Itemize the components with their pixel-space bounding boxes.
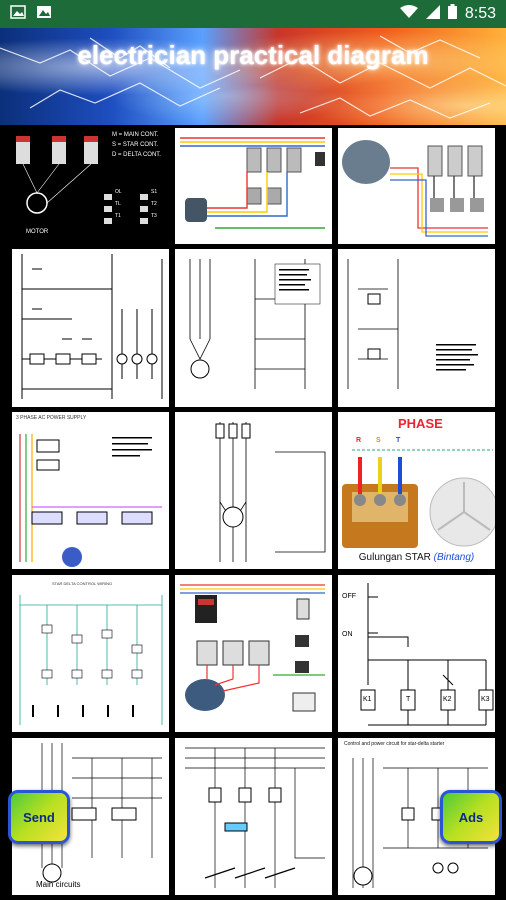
diagram-tile[interactable] — [338, 128, 495, 244]
photo-icon — [36, 5, 52, 24]
diagram-image — [189, 259, 321, 389]
diagram-image — [19, 434, 162, 567]
legend-line: S = STAR CONT. — [112, 142, 159, 148]
diagram-image — [360, 583, 494, 726]
diagram-image — [215, 422, 326, 562]
clock-time: 8:53 — [464, 5, 496, 22]
label-t: T — [406, 696, 411, 703]
tile-caption: STAR DELTA CONTROL WIRING — [52, 581, 113, 586]
page-title: electrician practical diagram — [77, 40, 429, 70]
legend-line: M = MAIN CONT. — [112, 132, 159, 138]
label-ol: OL — [115, 189, 122, 195]
diagram-tile[interactable]: PHASE R S T Gulungan STAR (Bintang) — [338, 412, 495, 569]
legend-line: D = DELTA CONT. — [112, 152, 161, 158]
status-right: 8:53 — [399, 4, 496, 24]
motor-label: MOTOR — [26, 229, 49, 235]
tile-caption: Control and power circuit for star-delta… — [344, 741, 445, 747]
diagram-tile[interactable] — [338, 249, 495, 407]
diagram-tile[interactable]: M = MAIN CONT. S = STAR CONT. D = DELTA … — [12, 128, 169, 244]
caption-paren: (Bintang) — [433, 552, 475, 563]
tile-caption: Main circuits — [36, 880, 81, 889]
lightning-decoration — [0, 35, 506, 119]
tile-caption: 3 PHASE AC POWER SUPPLY — [16, 415, 87, 421]
label-s1: S1 — [151, 189, 158, 195]
tile-caption: Gulungan STAR (Bintang) — [338, 552, 495, 563]
diagram-tile[interactable]: 3 PHASE AC POWER SUPPLY — [12, 412, 169, 569]
label-t2: T2 — [151, 201, 157, 207]
diagram-image — [19, 595, 163, 725]
caption-main: Gulungan STAR — [358, 552, 431, 563]
signal-icon — [425, 4, 440, 24]
image-icon — [10, 4, 26, 24]
label-t1: T1 — [115, 213, 121, 219]
terminal-s: S — [376, 437, 381, 444]
diagram-image — [185, 747, 325, 888]
label-k2: K2 — [443, 696, 452, 703]
label-k3: K3 — [481, 696, 490, 703]
diagram-tile[interactable] — [175, 738, 332, 895]
diagram-tile[interactable] — [12, 249, 169, 407]
diagram-image — [16, 136, 148, 224]
diagram-tile[interactable]: OFF ON K1 T K2 K3 — [338, 575, 495, 732]
diagram-tile[interactable] — [175, 249, 332, 407]
wifi-icon — [399, 4, 418, 24]
tile-caption: M = MAIN CONT. S = STAR CONT. D = DELTA … — [112, 130, 161, 160]
send-button[interactable]: Send — [8, 790, 70, 844]
battery-icon — [447, 4, 457, 24]
label-tl: TL — [115, 201, 121, 207]
phase-title: PHASE — [398, 416, 443, 431]
header-banner: electrician practical diagram — [0, 28, 506, 125]
terminal-r: R — [356, 437, 362, 444]
diagram-tile[interactable] — [175, 412, 332, 569]
diagram-image — [347, 259, 478, 389]
diagram-image — [21, 254, 163, 399]
diagram-image — [180, 584, 325, 712]
diagram-tile[interactable] — [175, 575, 332, 732]
label-t3: T3 — [151, 213, 157, 219]
label-off: OFF — [342, 593, 356, 600]
label-on: ON — [342, 631, 353, 638]
diagram-tile[interactable]: STAR DELTA CONTROL WIRING — [12, 575, 169, 732]
diagram-image — [342, 449, 495, 548]
diagram-image — [342, 140, 488, 237]
ads-button[interactable]: Ads — [440, 790, 502, 844]
terminal-t: T — [396, 437, 401, 444]
diagram-image — [180, 137, 325, 229]
label-k1: K1 — [363, 696, 372, 703]
status-bar: 8:53 — [0, 0, 506, 28]
diagram-tile[interactable] — [175, 128, 332, 244]
status-left-icons — [10, 4, 52, 24]
